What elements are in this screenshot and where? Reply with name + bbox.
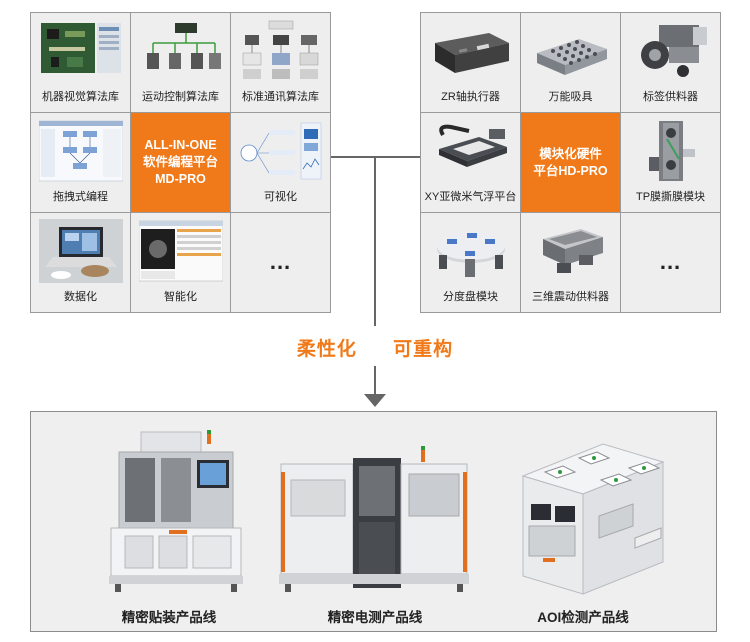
testing-machine-image xyxy=(279,446,469,592)
index-plate-image xyxy=(437,232,505,277)
cell-label: 分度盘模块 xyxy=(443,291,498,303)
hardware-grid: ZR轴执行器 万能吸具 标签供料器 xyxy=(420,12,721,313)
cell-3d-vibration-feeder: 三维震动供料器 xyxy=(521,213,621,313)
cell-label: 运动控制算法库 xyxy=(142,91,219,103)
cell-zr-actuator: ZR轴执行器 xyxy=(421,13,521,113)
cell-more-hardware: ... xyxy=(621,213,721,313)
placement-machine-image xyxy=(109,430,243,592)
software-platform-title: ALL-IN-ONE 软件编程平台 MD-PRO xyxy=(142,138,218,186)
visualization-image xyxy=(240,122,322,180)
cell-communication: 标准通讯算法库 xyxy=(231,13,331,113)
cell-label: 拖拽式编程 xyxy=(53,191,108,203)
gripper-image xyxy=(537,39,607,75)
cell-more-software: ... xyxy=(231,213,331,313)
more-indicator: ... xyxy=(659,249,682,274)
product-label: 精密贴装产品线 xyxy=(121,610,217,625)
software-grid: 机器视觉算法库 运动控制算法库 xyxy=(30,12,331,313)
cell-label: 机器视觉算法库 xyxy=(42,91,119,103)
cell-label: 智能化 xyxy=(164,291,197,303)
zr-actuator-image xyxy=(435,33,509,73)
product-precision-testing: 精密电测产品线 xyxy=(275,426,475,626)
cell-universal-gripper: 万能吸具 xyxy=(521,13,621,113)
cell-label: 数据化 xyxy=(64,291,97,303)
cell-xy-air-platform: XY亚微米气浮平台 xyxy=(421,113,521,213)
cell-label: 标准通讯算法库 xyxy=(242,91,319,103)
cell-label: TP膜撕膜模块 xyxy=(635,191,706,203)
more-indicator: ... xyxy=(269,249,292,274)
communication-network-image xyxy=(242,20,319,79)
tagline-flexible: 柔性化 xyxy=(296,339,357,360)
tp-film-module-image xyxy=(649,121,695,181)
tagline-reconfigurable: 可重构 xyxy=(393,339,454,360)
cell-drag-programming: 拖拽式编程 xyxy=(31,113,131,213)
flowchart-image xyxy=(39,120,123,182)
laptop-data-image xyxy=(39,219,123,283)
cell-datafication: 数据化 xyxy=(31,213,131,313)
tagline: 柔性化 可重构 xyxy=(0,334,750,361)
hardware-platform-core: 模块化硬件 平台HD-PRO xyxy=(521,113,621,213)
aoi-machine-image xyxy=(521,443,665,595)
hardware-platform-title: 模块化硬件 平台HD-PRO xyxy=(533,146,608,178)
product-lines-panel: 精密贴装产品线 精密电测产品线 xyxy=(30,411,717,632)
cell-index-plate: 分度盘模块 xyxy=(421,213,521,313)
cell-label-feeder: 标签供料器 xyxy=(621,13,721,113)
cell-tp-film-peeling: TP膜撕膜模块 xyxy=(621,113,721,213)
vibration-feeder-image xyxy=(543,229,603,273)
cell-label: 三维震动供料器 xyxy=(532,291,609,303)
software-platform-core: ALL-IN-ONE 软件编程平台 MD-PRO xyxy=(131,113,231,213)
product-label: 精密电测产品线 xyxy=(327,610,423,625)
cell-motion-control: 运动控制算法库 xyxy=(131,13,231,113)
pcb-image xyxy=(41,23,121,73)
cell-label: 万能吸具 xyxy=(548,91,593,103)
cell-intelligence: 智能化 xyxy=(131,213,231,313)
cell-machine-vision: 机器视觉算法库 xyxy=(31,13,131,113)
cell-label: XY亚微米气浮平台 xyxy=(424,191,517,203)
cell-visualization: 可视化 xyxy=(231,113,331,213)
software-screen-image xyxy=(139,220,223,282)
cell-label: 可视化 xyxy=(264,191,297,203)
cell-label: ZR轴执行器 xyxy=(441,91,500,103)
xy-platform-image xyxy=(439,124,507,167)
connector-arrow xyxy=(331,156,420,407)
product-label: AOI检测产品线 xyxy=(537,610,629,625)
cell-label: 标签供料器 xyxy=(643,91,698,103)
motion-network-image xyxy=(147,23,221,69)
product-precision-placement: 精密贴装产品线 xyxy=(69,426,269,626)
product-aoi-inspection: AOI检测产品线 xyxy=(483,426,683,626)
label-feeder-image xyxy=(641,25,707,77)
